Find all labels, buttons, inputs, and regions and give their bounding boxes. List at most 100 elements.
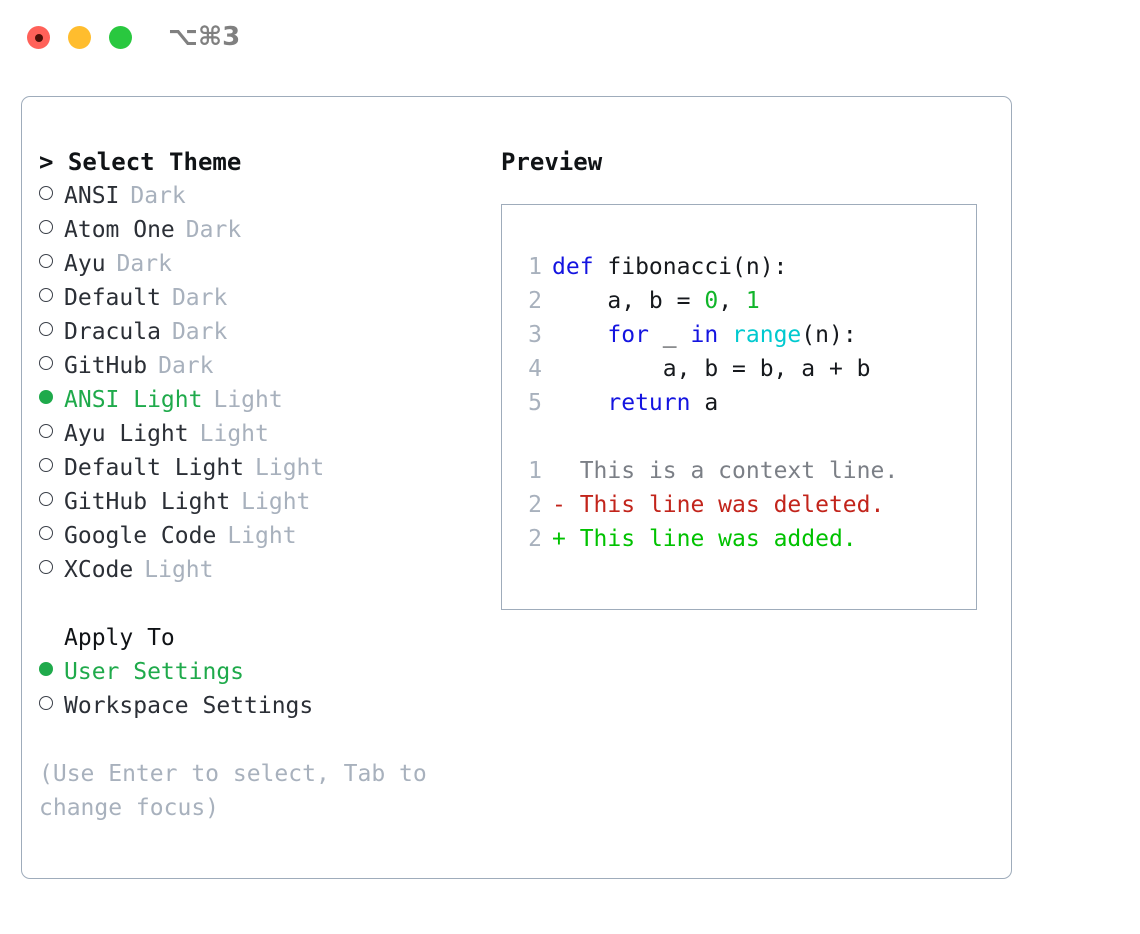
diff-line: 2+ This line was added. bbox=[520, 522, 898, 556]
diff-line: 2- This line was deleted. bbox=[520, 488, 898, 522]
code-token: return bbox=[607, 390, 691, 416]
theme-variant-badge: Light bbox=[241, 489, 311, 515]
radio-selected-icon[interactable] bbox=[39, 390, 53, 404]
diff-marker: - bbox=[552, 492, 580, 518]
diff-marker bbox=[552, 458, 580, 484]
keyboard-hint-text: (Use Enter to select, Tab to change focu… bbox=[39, 761, 427, 821]
theme-variant-badge: Dark bbox=[130, 183, 186, 209]
theme-list-item[interactable]: Ayu Light Light bbox=[39, 417, 489, 451]
title-bar: ⌥⌘3 bbox=[0, 0, 1140, 78]
code-line: 1 def fibonacci(n): bbox=[520, 250, 898, 284]
theme-list-item[interactable]: GitHub Light Light bbox=[39, 485, 489, 519]
apply-to-title: Apply To bbox=[64, 625, 175, 651]
theme-list-item[interactable]: Google Code Light bbox=[39, 519, 489, 553]
theme-name-label: Google Code bbox=[64, 523, 217, 549]
radio-unselected-icon[interactable] bbox=[39, 492, 53, 506]
radio-unselected-icon[interactable] bbox=[39, 254, 53, 268]
theme-variant-badge: Light bbox=[255, 455, 325, 481]
keyboard-shortcut-label: ⌥⌘3 bbox=[168, 22, 241, 52]
theme-variant-badge: Dark bbox=[185, 217, 242, 243]
theme-name-label: Atom One bbox=[64, 217, 175, 243]
code-line: 5 return a bbox=[520, 386, 898, 420]
code-token: fibonacci(n): bbox=[593, 254, 788, 280]
theme-list-item[interactable]: Default Light Light bbox=[39, 451, 489, 485]
code-token: in bbox=[690, 322, 719, 348]
apply-to-option[interactable]: Workspace Settings bbox=[39, 689, 489, 723]
select-theme-header-label: Select Theme bbox=[67, 148, 242, 176]
minimize-window-button[interactable] bbox=[68, 26, 91, 49]
theme-name-label: Ayu Light bbox=[64, 421, 189, 447]
theme-variant-badge: Light bbox=[227, 523, 297, 549]
line-number: 1 bbox=[528, 254, 542, 280]
theme-list-item[interactable]: ANSI Dark bbox=[39, 179, 489, 213]
code-token: for bbox=[607, 322, 649, 348]
theme-variant-badge: Light bbox=[144, 557, 214, 583]
code-token: (n): bbox=[801, 322, 857, 348]
line-number: 5 bbox=[528, 390, 542, 416]
code-token: a, b = bbox=[552, 288, 705, 314]
code-token bbox=[552, 322, 607, 348]
theme-name-label: Default Light bbox=[64, 455, 245, 481]
radio-unselected-icon[interactable] bbox=[39, 186, 53, 200]
code-token: range bbox=[732, 322, 802, 348]
code-token: def bbox=[552, 254, 594, 280]
radio-unselected-icon[interactable] bbox=[39, 356, 53, 370]
radio-unselected-icon[interactable] bbox=[39, 458, 53, 472]
apply-to-label: User Settings bbox=[64, 659, 245, 685]
theme-name-label: ANSI bbox=[64, 183, 120, 209]
radio-unselected-icon[interactable] bbox=[39, 560, 53, 574]
theme-variant-badge: Light bbox=[199, 421, 269, 447]
radio-selected-icon[interactable] bbox=[39, 662, 53, 676]
line-number: 2 bbox=[528, 492, 542, 518]
radio-unselected-icon[interactable] bbox=[39, 696, 53, 710]
diff-text: This line was deleted. bbox=[579, 492, 885, 518]
theme-name-label: ANSI Light bbox=[64, 387, 203, 413]
theme-name-label: GitHub Light bbox=[64, 489, 231, 515]
theme-list-item[interactable]: XCode Light bbox=[39, 553, 489, 587]
radio-unselected-icon[interactable] bbox=[39, 220, 53, 234]
close-window-button[interactable] bbox=[27, 26, 50, 49]
theme-list-item[interactable]: Dracula Dark bbox=[39, 315, 489, 349]
theme-variant-badge: Dark bbox=[171, 319, 228, 345]
code-token: _ bbox=[648, 322, 691, 348]
apply-to-label: Workspace Settings bbox=[64, 693, 314, 719]
diff-line: 1 This is a context line. bbox=[520, 454, 898, 488]
window-controls bbox=[27, 26, 132, 49]
code-token: 1 bbox=[745, 288, 760, 314]
radio-unselected-icon[interactable] bbox=[39, 526, 53, 540]
code-token: a bbox=[690, 390, 719, 416]
maximize-window-button[interactable] bbox=[109, 26, 132, 49]
select-theme-header: > Select Theme bbox=[39, 145, 489, 179]
prompt-caret-icon: > bbox=[39, 148, 68, 176]
apply-to-option[interactable]: User Settings bbox=[39, 655, 489, 689]
radio-unselected-icon[interactable] bbox=[39, 424, 53, 438]
radio-unselected-icon[interactable] bbox=[39, 288, 53, 302]
line-number: 2 bbox=[528, 526, 542, 552]
theme-name-label: Dracula bbox=[64, 319, 161, 345]
theme-list-item[interactable]: Atom One Dark bbox=[39, 213, 489, 247]
code-token bbox=[718, 322, 732, 348]
line-number: 4 bbox=[528, 356, 542, 382]
theme-name-label: GitHub bbox=[64, 353, 148, 379]
line-number: 2 bbox=[528, 288, 542, 314]
code-token: , bbox=[718, 288, 746, 314]
theme-list-item[interactable]: GitHub Dark bbox=[39, 349, 489, 383]
theme-variant-badge: Dark bbox=[158, 353, 214, 379]
preview-header: Preview bbox=[501, 148, 603, 176]
code-line: 3 for _ in range(n): bbox=[520, 318, 898, 352]
theme-name-label: XCode bbox=[64, 557, 134, 583]
diff-text: This line was added. bbox=[579, 526, 857, 552]
code-line: 4 a, b = b, a + b bbox=[520, 352, 898, 386]
radio-unselected-icon[interactable] bbox=[39, 322, 53, 336]
